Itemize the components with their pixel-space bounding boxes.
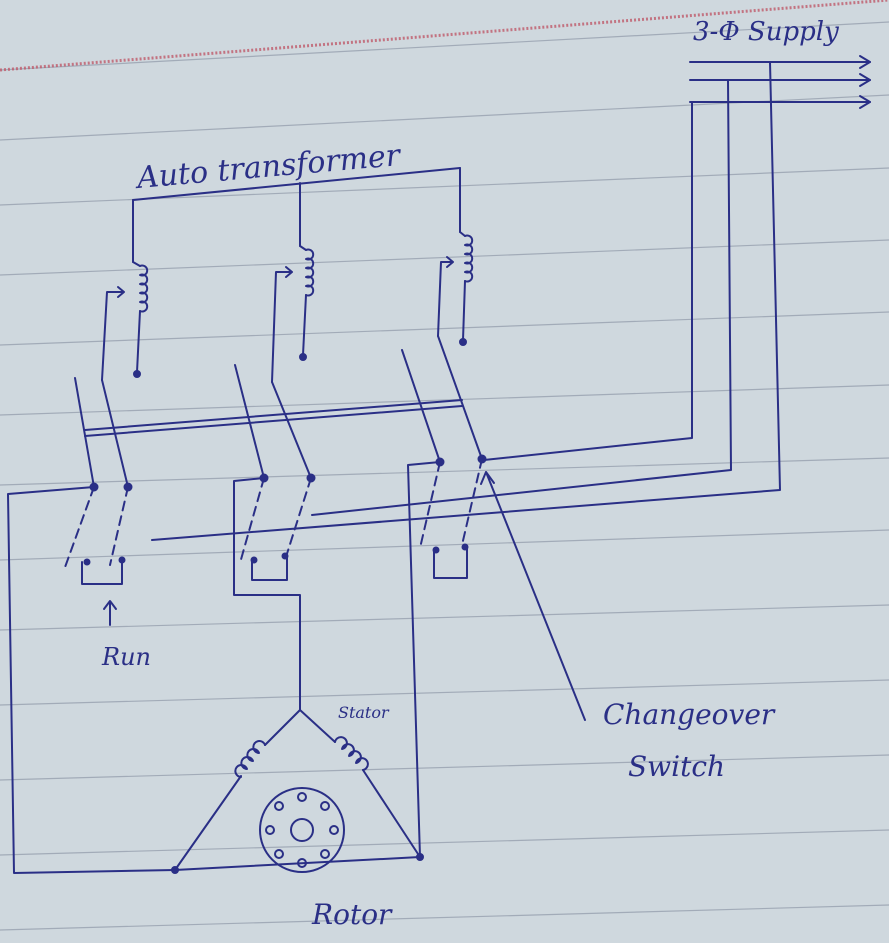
run-shorting-links: [81, 547, 468, 585]
autotransformer-coil-1: [101, 261, 149, 381]
supply-arrowheads: [859, 55, 871, 109]
rotor: [259, 787, 345, 873]
supply-label: 3-Φ Supply: [693, 17, 839, 47]
switch-linkage-bar: [84, 399, 463, 437]
run-position-blades: [63, 458, 483, 571]
autotransformer-star-bar: [132, 167, 461, 201]
stator-terminals: [171, 853, 424, 874]
supply-drop-2: [311, 79, 732, 516]
autotransformer-coil-2: [271, 245, 315, 383]
changeover-switch-label-line1: Changeover: [603, 698, 776, 731]
stator-label: Stator: [338, 703, 390, 722]
run-label: Run: [101, 643, 151, 671]
supply-drop-3: [151, 61, 781, 541]
supply-drop-1: [483, 101, 693, 461]
stator-wire-c: [407, 461, 441, 858]
run-contact-dots: [83, 543, 469, 566]
stator-winding: [174, 709, 421, 871]
changeover-switch-blades: [74, 335, 483, 488]
circuit: [7, 55, 871, 874]
run-pointer-arrow: [103, 600, 117, 626]
rotor-label: Rotor: [311, 898, 393, 931]
stator-wire-a: [7, 486, 176, 874]
margin-line: [0, 0, 889, 72]
changeover-pointer-arrow: [480, 471, 586, 721]
autotransformer-coil-3: [437, 231, 474, 346]
stator-wire-b: [233, 477, 301, 711]
changeover-switch-label-line2: Switch: [628, 750, 725, 783]
